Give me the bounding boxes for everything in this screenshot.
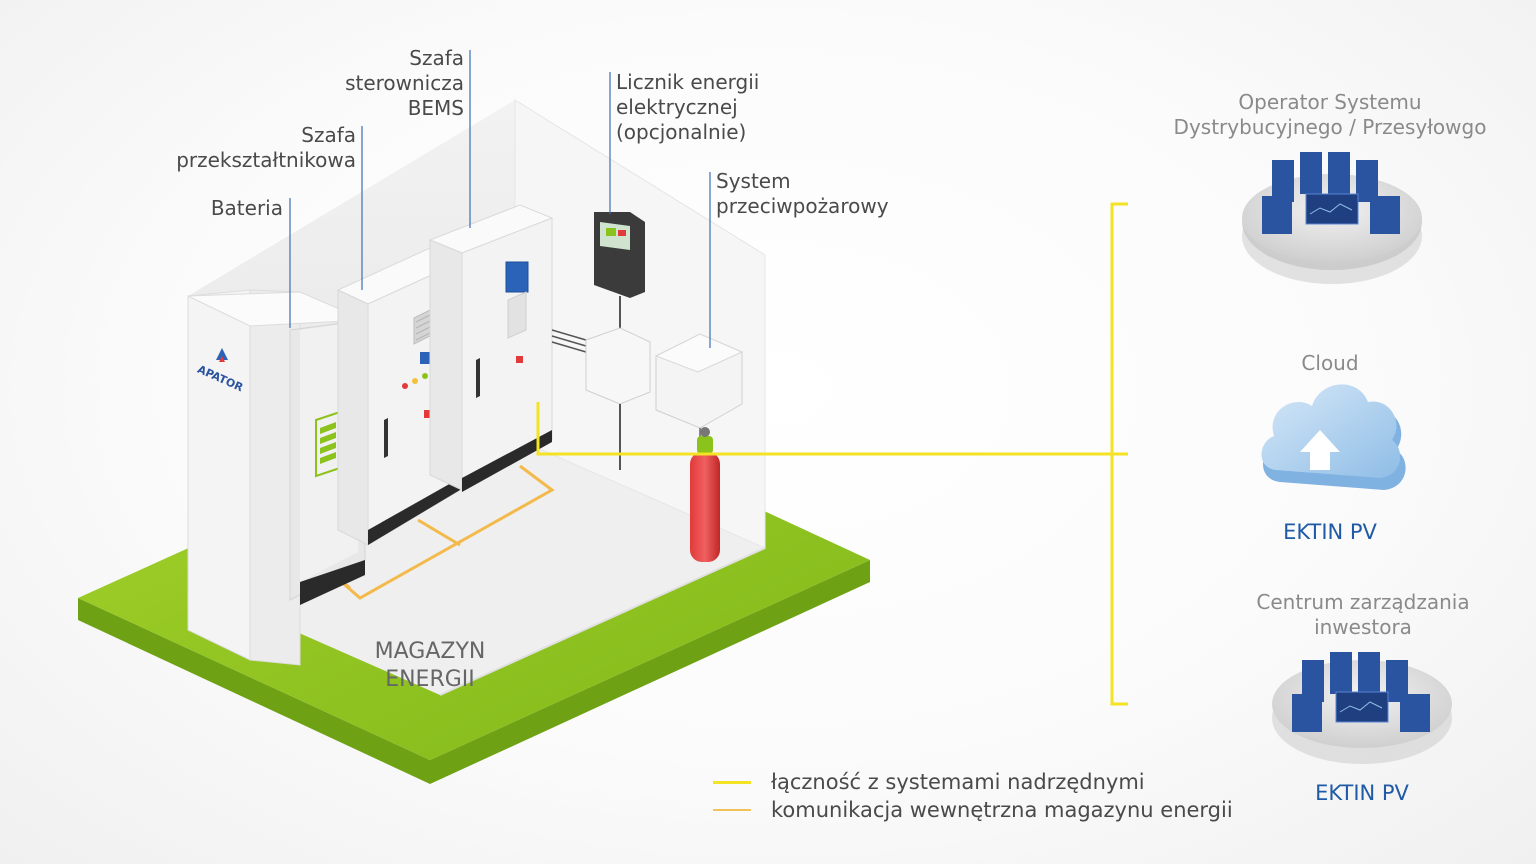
investor-center-server-icon	[1272, 652, 1452, 764]
apator-logo-icon	[216, 348, 228, 362]
operator-server-icon	[1242, 152, 1422, 284]
fire-system-box	[654, 333, 744, 440]
label-investor-brand: EKTIN PV	[1315, 781, 1409, 805]
legend-swatch-yellow	[713, 780, 751, 784]
label-converter-cabinet: Szafa przekształtnikowa	[176, 123, 356, 172]
fire-extinguisher-bottle	[690, 427, 720, 562]
bems-control-cabinet	[428, 204, 587, 492]
junction-box	[585, 327, 651, 470]
label-battery: Bateria	[210, 196, 283, 220]
master-systems-link	[536, 202, 1128, 706]
energy-meter	[594, 212, 645, 330]
label-energy-meter: Licznik energii elektrycznej (opcjonalni…	[616, 70, 760, 144]
label-energy-storage: MAGAZYN ENERGII	[374, 639, 486, 692]
legend-swatch-orange	[713, 809, 751, 811]
legend-item-internal-communication: komunikacja wewnętrzna magazynu energii	[713, 798, 1233, 822]
cloud-icon	[1261, 384, 1406, 490]
legend-item-master-link: łączność z systemami nadrzędnymi	[713, 770, 1145, 794]
label-investor-center: Centrum zarządzania inwestora	[1256, 590, 1470, 639]
legend-text-internal-communication: komunikacja wewnętrzna magazynu energii	[771, 798, 1233, 822]
legend-text-master-link: łączność z systemami nadrzędnymi	[771, 770, 1145, 794]
label-cloud: Cloud	[1301, 351, 1359, 375]
label-cloud-brand: EKTIN PV	[1283, 520, 1377, 544]
label-control-cabinet: Szafa sterownicza BEMS	[345, 46, 464, 120]
label-fire-system: System przeciwpożarowy	[716, 169, 889, 218]
label-pointer-lines	[289, 50, 711, 348]
container-floor	[190, 438, 765, 695]
label-operator: Operator Systemu Dystrybucyjnego / Przes…	[1173, 90, 1487, 139]
